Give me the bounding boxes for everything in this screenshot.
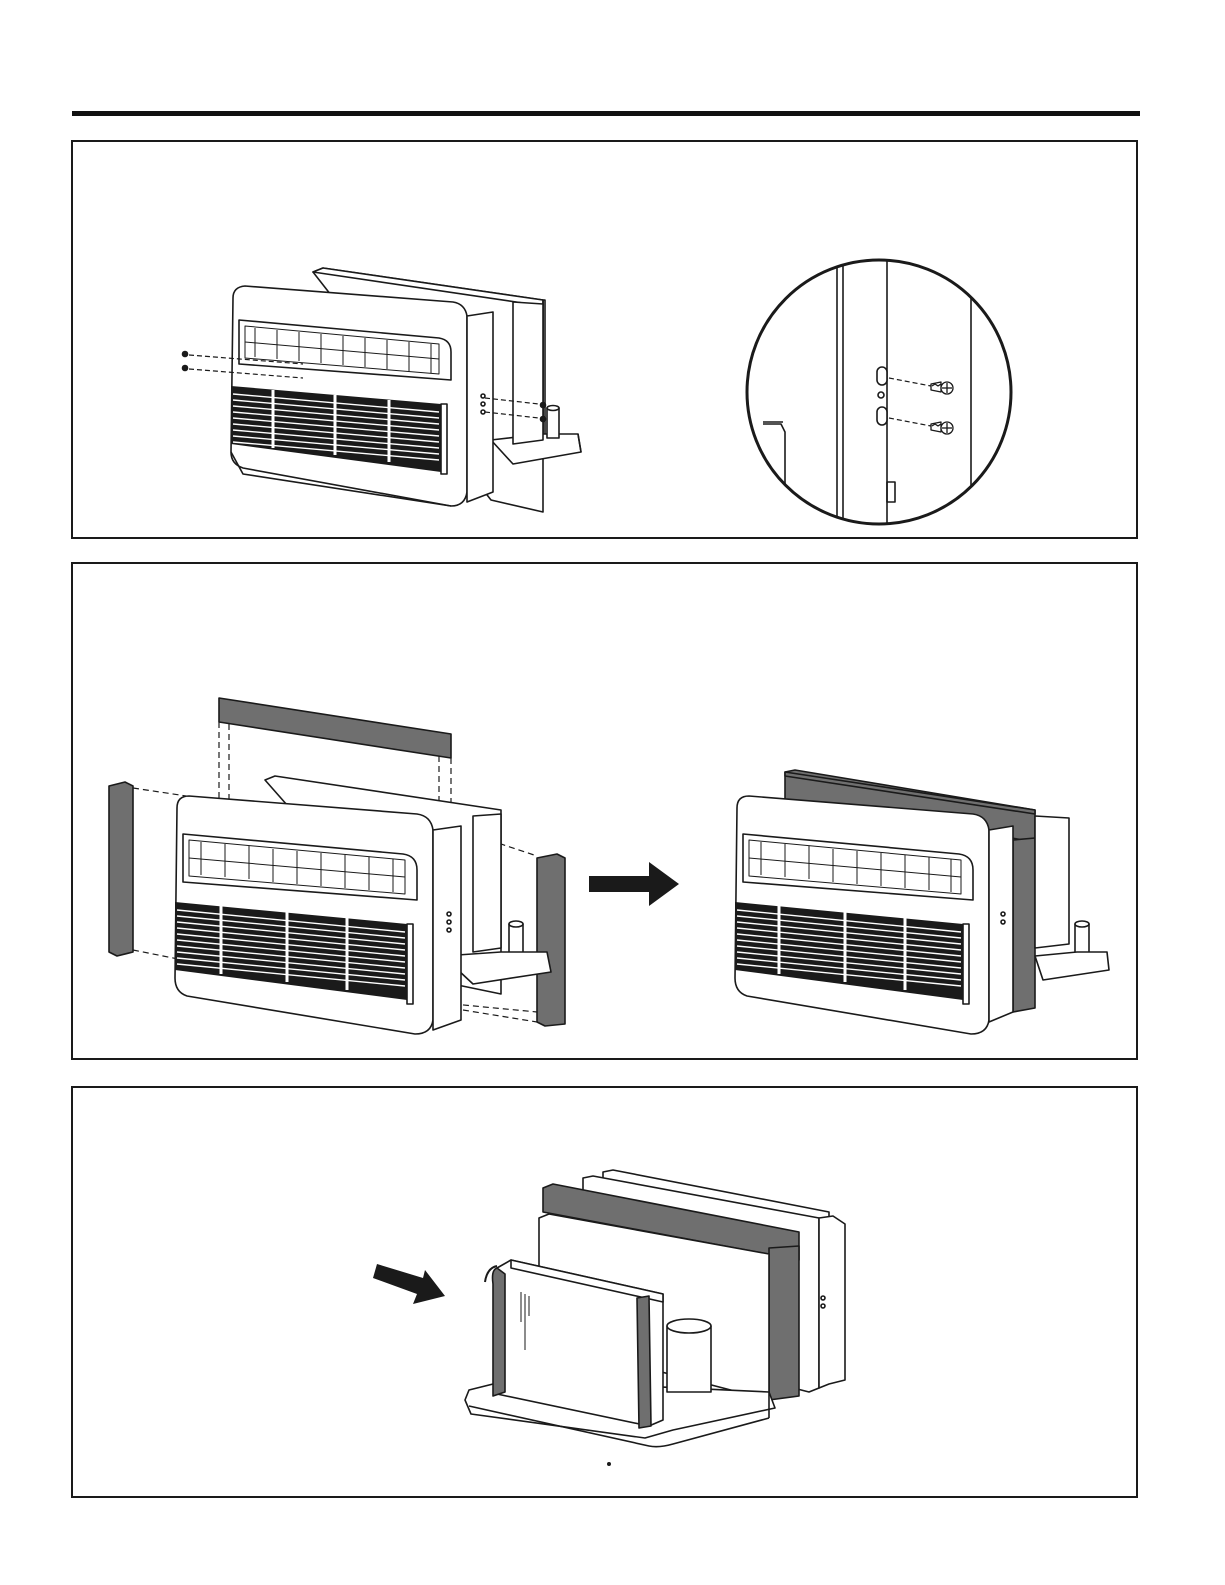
- arrow-icon: [373, 1264, 445, 1304]
- screw-detail-magnified: [747, 252, 1011, 532]
- panel-screw-removal: [71, 140, 1138, 539]
- arrow-right-icon: [589, 862, 679, 906]
- panel-drain-gasket: [71, 1086, 1138, 1498]
- foam-seal-strips-exploded: [109, 698, 565, 1034]
- header-rule: [72, 111, 1140, 116]
- panel-foam-seals: [71, 562, 1138, 1060]
- chassis-rear-with-drain-gasket: [465, 1170, 845, 1465]
- air-conditioner-with-seals-installed: [735, 770, 1109, 1034]
- air-conditioner-front-with-screws: [183, 268, 582, 512]
